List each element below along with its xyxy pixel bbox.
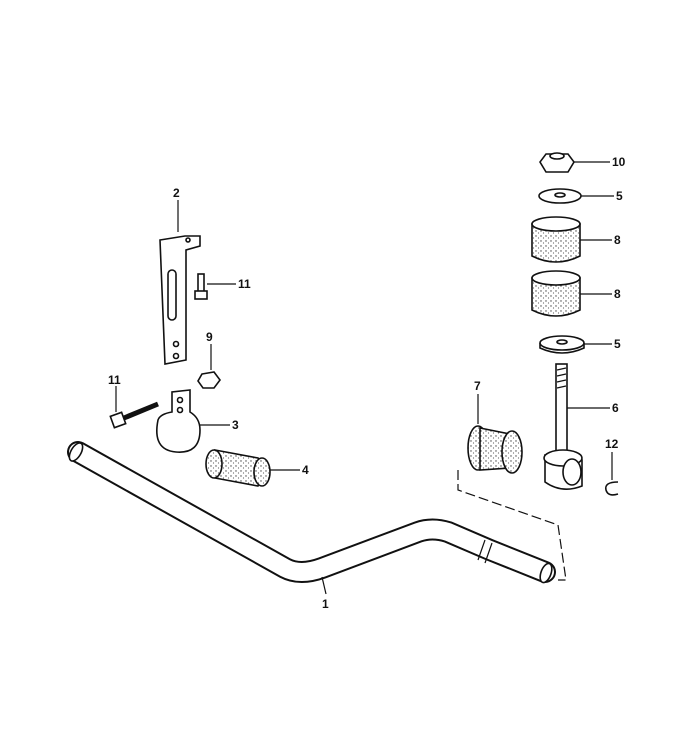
bolt-lower [109, 401, 159, 429]
callout-5-top: 5 [616, 189, 623, 203]
callout-4: 4 [302, 463, 309, 477]
callout-9: 9 [206, 330, 213, 344]
callout-12: 12 [605, 437, 619, 451]
assembly-group-line [457, 470, 567, 581]
callout-1: 1 [322, 597, 329, 611]
callout-8-lower: 8 [614, 287, 621, 301]
callout-11-lower: 11 [108, 373, 121, 387]
callout-2: 2 [173, 186, 180, 200]
callout-6: 6 [612, 401, 619, 415]
washer-bottom [539, 335, 585, 354]
self-locking-nut [539, 152, 575, 173]
callout-3: 3 [232, 418, 239, 432]
bolt-upper [194, 273, 208, 300]
callout-8-upper: 8 [614, 233, 621, 247]
link-bushing [467, 425, 523, 474]
nut [197, 371, 221, 389]
bracket [159, 235, 201, 365]
washer-top [538, 188, 582, 204]
rubber-bushing [205, 449, 271, 487]
clamp [156, 389, 201, 453]
rubber-buffer-lower [531, 270, 581, 317]
link-rod [543, 363, 583, 490]
callout-11-upper: 11 [238, 277, 251, 291]
callout-10: 10 [612, 155, 626, 169]
callout-5-bottom: 5 [614, 337, 621, 351]
circlip [604, 481, 619, 496]
rubber-buffer-upper [531, 216, 581, 263]
callout-7: 7 [474, 379, 481, 393]
stabilizer-bar [67, 441, 556, 584]
